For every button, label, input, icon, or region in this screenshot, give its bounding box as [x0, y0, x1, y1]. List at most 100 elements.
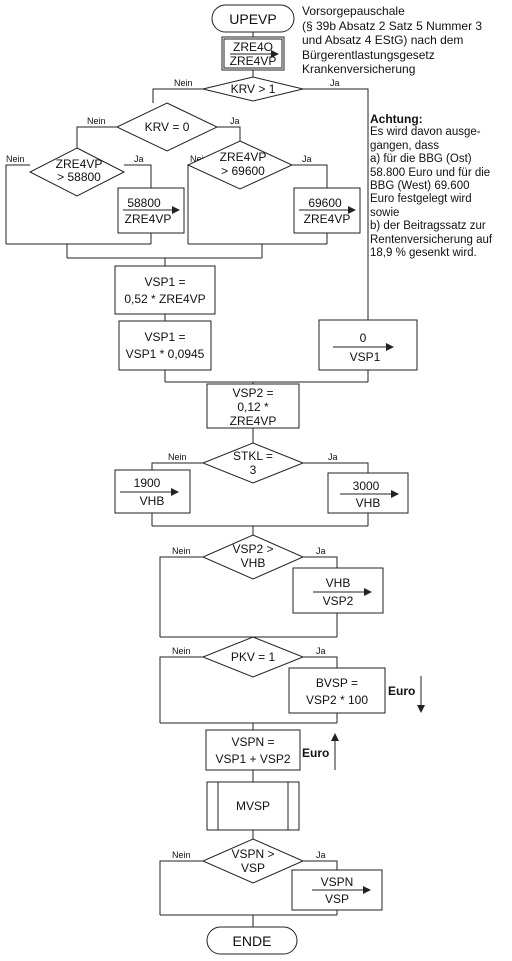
- svg-text:VSP: VSP: [241, 861, 265, 875]
- label-yes: Ja: [230, 116, 240, 126]
- note-line: 58.800 Euro und für die: [370, 166, 491, 179]
- label-yes: Ja: [328, 452, 338, 462]
- svg-text:VHB: VHB: [326, 576, 351, 590]
- svg-text:PKV = 1: PKV = 1: [231, 650, 276, 664]
- svg-text:VSP: VSP: [325, 892, 349, 906]
- svg-text:VSP2 * 100: VSP2 * 100: [306, 693, 368, 707]
- svg-text:> 69600: > 69600: [221, 164, 265, 178]
- svg-text:ZRE4VP: ZRE4VP: [304, 212, 351, 226]
- decision-vspn-gt-vsp: VSPN > VSP: [201, 838, 305, 884]
- svg-text:VHB: VHB: [241, 556, 266, 570]
- svg-text:0,52 * ZRE4VP: 0,52 * ZRE4VP: [124, 292, 205, 306]
- svg-text:UPEVP: UPEVP: [229, 11, 276, 27]
- vspn-calc-box: VSPN = VSP1 + VSP2: [205, 729, 301, 771]
- euro-down-arrow: Euro: [388, 676, 425, 713]
- flowchart-description: Vorsorgepauschale (§ 39b Absatz 2 Satz 5…: [302, 4, 482, 77]
- vsp1-rate-box: VSP1 = VSP1 * 0,0945: [118, 320, 212, 371]
- svg-text:KRV = 0: KRV = 0: [145, 120, 190, 134]
- assign-vsp1-zero-box: 0 VSP1: [318, 319, 418, 371]
- description-line: und Absatz 4 EStG) nach dem: [302, 33, 464, 47]
- note-line: Es wird davon ausge-: [370, 126, 481, 139]
- decision-ost: ZRE4VP > 58800: [28, 147, 126, 197]
- svg-text:0,12 *: 0,12 *: [237, 400, 269, 414]
- assign-vsp2-box: VHB VSP2: [292, 567, 384, 614]
- description-line: Krankenversicherung: [302, 62, 416, 76]
- svg-text:VHB: VHB: [140, 494, 165, 508]
- assign-zre4vp-box: ZRE4O ZRE4VP: [221, 36, 285, 71]
- decision-krv-eq-0: KRV = 0: [115, 102, 219, 152]
- svg-text:VSP1: VSP1: [350, 350, 381, 364]
- note-line: sowie: [370, 206, 400, 219]
- svg-text:VSP1 + VSP2: VSP1 + VSP2: [215, 752, 290, 766]
- svg-text:VSP2 =: VSP2 =: [232, 386, 273, 400]
- label-no: Nein: [174, 78, 193, 88]
- assign-vhb-1900-box: 1900 VHB: [114, 469, 191, 514]
- svg-text:ZRE4VP: ZRE4VP: [230, 414, 277, 428]
- label-yes: Ja: [316, 546, 326, 556]
- label-yes: Ja: [316, 850, 326, 860]
- decision-stkl: STKL = 3: [201, 442, 305, 484]
- label-yes: Ja: [316, 646, 326, 656]
- svg-text:VSPN >: VSPN >: [231, 847, 274, 861]
- label-yes: Ja: [134, 154, 144, 164]
- svg-text:> 58800: > 58800: [57, 170, 101, 184]
- note-line: BBG (West) 69.600: [370, 180, 470, 193]
- label-no: Nein: [172, 546, 191, 556]
- svg-text:ZRE4VP: ZRE4VP: [56, 157, 103, 171]
- note-line: b) der Beitragssatz zur: [370, 220, 486, 233]
- svg-text:ZRE4VP: ZRE4VP: [125, 212, 172, 226]
- svg-text:1900: 1900: [134, 476, 161, 490]
- svg-text:3000: 3000: [353, 479, 380, 493]
- svg-text:58800: 58800: [127, 196, 161, 210]
- svg-text:BVSP =: BVSP =: [316, 676, 358, 690]
- svg-text:VSP1 =: VSP1 =: [144, 330, 185, 344]
- branch-labels: Nein Ja Nein Ja Nein Ja Nein Ja Nein Ja …: [6, 78, 340, 860]
- svg-text:STKL =: STKL =: [233, 449, 273, 463]
- end-terminal: ENDE: [206, 926, 298, 955]
- svg-text:KRV > 1: KRV > 1: [231, 82, 276, 96]
- description-line: Bürgerentlastungsgesetz: [302, 47, 435, 62]
- vsp1-calc-box: VSP1 = 0,52 * ZRE4VP: [114, 265, 216, 315]
- note-line: Rentenversicherung auf: [370, 233, 493, 246]
- svg-text:ZRE4VP: ZRE4VP: [220, 150, 267, 164]
- assign-west-box: 69600 ZRE4VP: [293, 187, 361, 234]
- decision-vsp2-gt-vhb: VSP2 > VHB: [201, 534, 305, 580]
- note-line: gangen, dass: [370, 139, 440, 152]
- svg-text:ENDE: ENDE: [233, 933, 272, 949]
- svg-text:VSP2: VSP2: [323, 594, 354, 608]
- svg-text:MVSP: MVSP: [236, 799, 270, 813]
- description-line: Vorsorgepauschale: [302, 4, 405, 18]
- svg-text:Euro: Euro: [302, 746, 329, 760]
- note-line: 18,9 % gesenkt wird.: [370, 247, 477, 260]
- label-no: Nein: [190, 154, 209, 164]
- note-line: a) für die BBG (Ost): [370, 153, 472, 166]
- label-yes: Ja: [330, 78, 340, 88]
- note-title: Achtung:: [370, 112, 423, 126]
- label-yes: Ja: [302, 154, 312, 164]
- label-no: Nein: [6, 154, 25, 164]
- description-line: (§ 39b Absatz 2 Satz 5 Nummer 3: [302, 18, 483, 33]
- assign-vhb-3000-box: 3000 VHB: [327, 472, 409, 514]
- assign-vsp-box: VSPN VSP: [291, 869, 383, 911]
- note-line: Euro festgelegt wird: [370, 193, 472, 206]
- svg-text:VSP1 =: VSP1 =: [144, 275, 185, 289]
- svg-text:VHB: VHB: [356, 496, 381, 510]
- svg-text:VSP1 * 0,0945: VSP1 * 0,0945: [126, 347, 205, 361]
- svg-text:VSPN =: VSPN =: [231, 735, 274, 749]
- label-no: Nein: [172, 646, 191, 656]
- decision-krv-gt-1: KRV > 1: [202, 76, 304, 102]
- euro-up-arrow: Euro: [302, 733, 339, 770]
- vsp2-calc-box: VSP2 = 0,12 * ZRE4VP: [206, 383, 300, 429]
- label-no: Nein: [172, 850, 191, 860]
- decision-pkv: PKV = 1: [201, 636, 305, 678]
- decision-west: ZRE4VP > 69600: [186, 140, 294, 190]
- label-no: Nein: [168, 452, 187, 462]
- attention-note: Achtung: Es wird davon ausge- gangen, da…: [370, 112, 493, 260]
- svg-text:Euro: Euro: [388, 684, 415, 698]
- svg-text:0: 0: [360, 331, 367, 345]
- start-terminal: UPEVP: [211, 4, 295, 33]
- svg-text:VSP2 >: VSP2 >: [232, 542, 273, 556]
- svg-text:3: 3: [250, 463, 257, 477]
- bvsp-calc-box: BVSP = VSP2 * 100: [288, 667, 386, 714]
